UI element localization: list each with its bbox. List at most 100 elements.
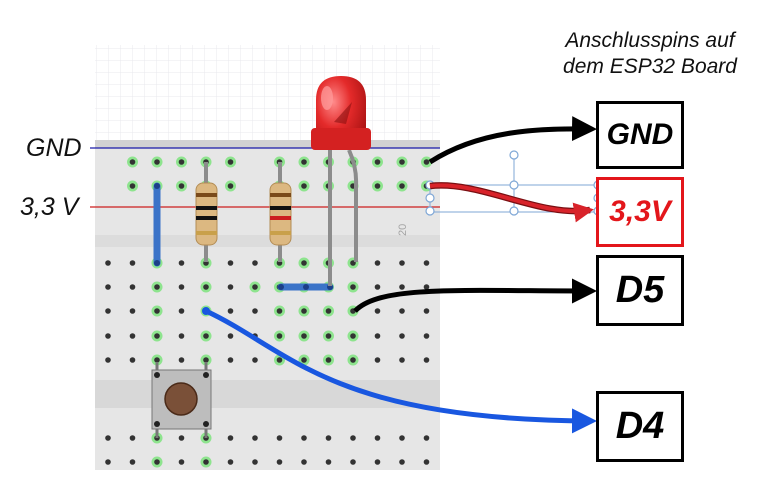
hole xyxy=(129,284,136,290)
hole xyxy=(105,308,111,314)
hole xyxy=(301,333,307,339)
hole xyxy=(301,357,307,363)
hole xyxy=(301,459,307,465)
rail-separator xyxy=(95,235,440,247)
hole xyxy=(154,308,160,314)
diagram-title: Anschlusspins auf dem ESP32 Board xyxy=(520,28,780,80)
hole xyxy=(350,284,356,290)
hole xyxy=(178,459,185,465)
hole xyxy=(252,459,258,465)
hole xyxy=(129,260,136,266)
breadboard-center-channel xyxy=(95,380,440,408)
hole xyxy=(105,435,111,441)
hole xyxy=(227,183,234,189)
hole xyxy=(374,435,381,441)
hole xyxy=(129,357,136,363)
hole xyxy=(105,357,111,363)
hole xyxy=(276,459,283,465)
hole xyxy=(154,333,160,339)
pin-label-gnd: GND xyxy=(606,118,674,151)
resistor-2 xyxy=(269,162,292,262)
hole xyxy=(423,284,430,290)
hole xyxy=(252,357,258,363)
hole xyxy=(399,284,405,290)
hole xyxy=(252,435,258,441)
hole xyxy=(399,459,405,465)
hole xyxy=(350,459,356,465)
hole xyxy=(276,435,283,441)
pin-box-d5: D5 xyxy=(596,255,684,326)
pin-label-d4: D4 xyxy=(615,405,665,447)
hole xyxy=(399,308,405,314)
hole xyxy=(350,357,356,363)
wire-vcc xyxy=(429,183,594,223)
pin-box-gnd: GND xyxy=(596,101,684,169)
hole xyxy=(105,459,111,465)
hole xyxy=(252,308,258,314)
title-line-1: Anschlusspins auf xyxy=(565,29,735,52)
hole xyxy=(154,459,160,465)
pin-box-d4: D4 xyxy=(596,391,684,462)
hole xyxy=(301,159,307,165)
hole xyxy=(178,260,185,266)
hole xyxy=(252,260,258,266)
hole xyxy=(301,183,307,189)
hole xyxy=(374,284,381,290)
jumper-end-dot xyxy=(278,284,284,290)
hole xyxy=(276,357,283,363)
hole xyxy=(423,159,430,165)
hole xyxy=(423,260,430,266)
hole xyxy=(178,183,185,189)
wire-d4 xyxy=(204,308,597,434)
led xyxy=(311,76,371,286)
hole xyxy=(129,159,136,165)
hole xyxy=(203,284,209,290)
grid-background xyxy=(95,45,440,145)
hole xyxy=(203,333,209,339)
hole xyxy=(178,308,185,314)
hole xyxy=(203,357,209,363)
title-line-2: dem ESP32 Board xyxy=(563,55,737,78)
hole xyxy=(325,435,332,441)
wire-gnd xyxy=(428,116,597,165)
hole xyxy=(301,308,307,314)
hole xyxy=(154,284,160,290)
hole xyxy=(350,435,356,441)
hole xyxy=(325,357,332,363)
vcc-rail-label: 3,3 V xyxy=(20,193,79,221)
hole xyxy=(178,357,185,363)
hole xyxy=(129,435,136,441)
wire-d4-start xyxy=(202,307,210,315)
hole xyxy=(129,308,136,314)
hole xyxy=(227,284,234,290)
hole xyxy=(374,459,381,465)
pushbutton xyxy=(151,362,212,438)
hole xyxy=(399,333,405,339)
hole xyxy=(399,260,405,266)
hole xyxy=(178,333,185,339)
hole xyxy=(203,459,209,465)
hole xyxy=(178,159,185,165)
hole xyxy=(399,159,405,165)
pin-label-vcc: 3,3V xyxy=(609,195,671,228)
hole xyxy=(374,260,381,266)
breadboard-top-edge xyxy=(95,140,440,148)
hole xyxy=(350,333,356,339)
hole xyxy=(325,308,332,314)
hole xyxy=(276,333,283,339)
hole xyxy=(423,308,430,314)
gnd-rail-label: GND xyxy=(26,134,82,162)
hole xyxy=(374,159,381,165)
hole xyxy=(276,308,283,314)
hole xyxy=(374,357,381,363)
hole xyxy=(252,284,258,290)
hole xyxy=(227,260,234,266)
hole xyxy=(399,183,405,189)
hole xyxy=(227,159,234,165)
hole xyxy=(325,333,332,339)
hole xyxy=(154,357,160,363)
jumper-end-dot xyxy=(154,260,160,266)
hole xyxy=(227,435,234,441)
jumper-end-dot xyxy=(154,183,160,189)
